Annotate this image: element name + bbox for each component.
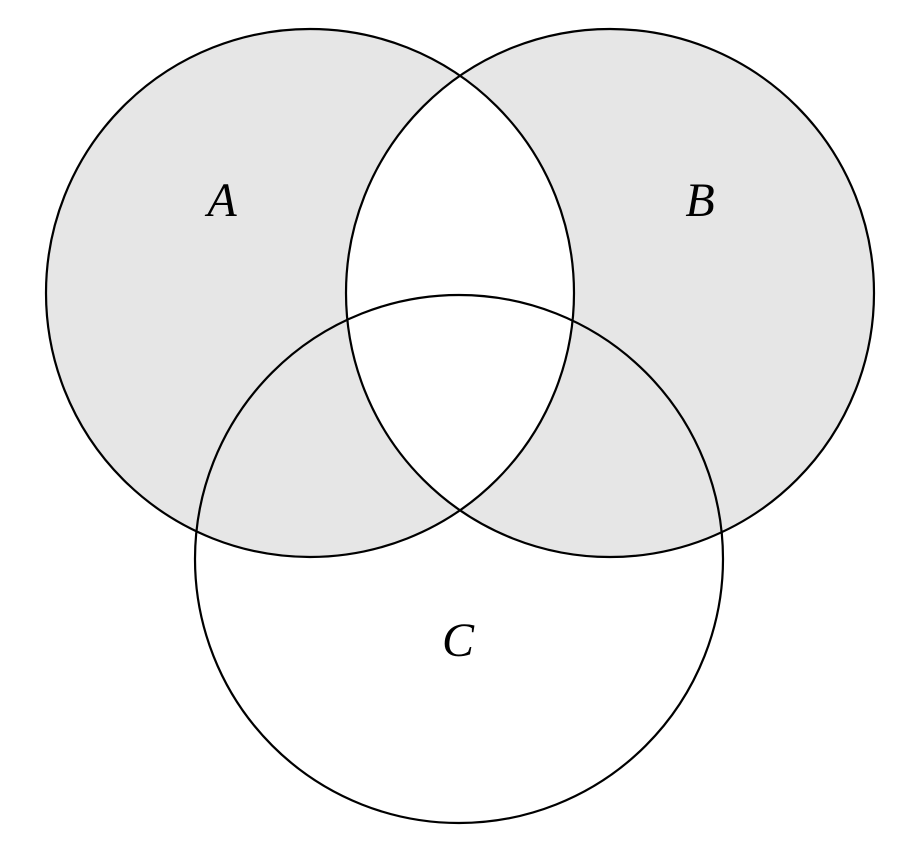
set-label-b: B (685, 174, 714, 227)
circle-c-outline[interactable] (195, 295, 723, 823)
set-label-group: A B C (204, 174, 714, 667)
circle-outline-group (46, 29, 874, 823)
set-label-a: A (204, 174, 237, 227)
circle-a-outline[interactable] (46, 29, 574, 557)
set-label-c: C (442, 614, 475, 667)
circle-b-outline[interactable] (346, 29, 874, 557)
